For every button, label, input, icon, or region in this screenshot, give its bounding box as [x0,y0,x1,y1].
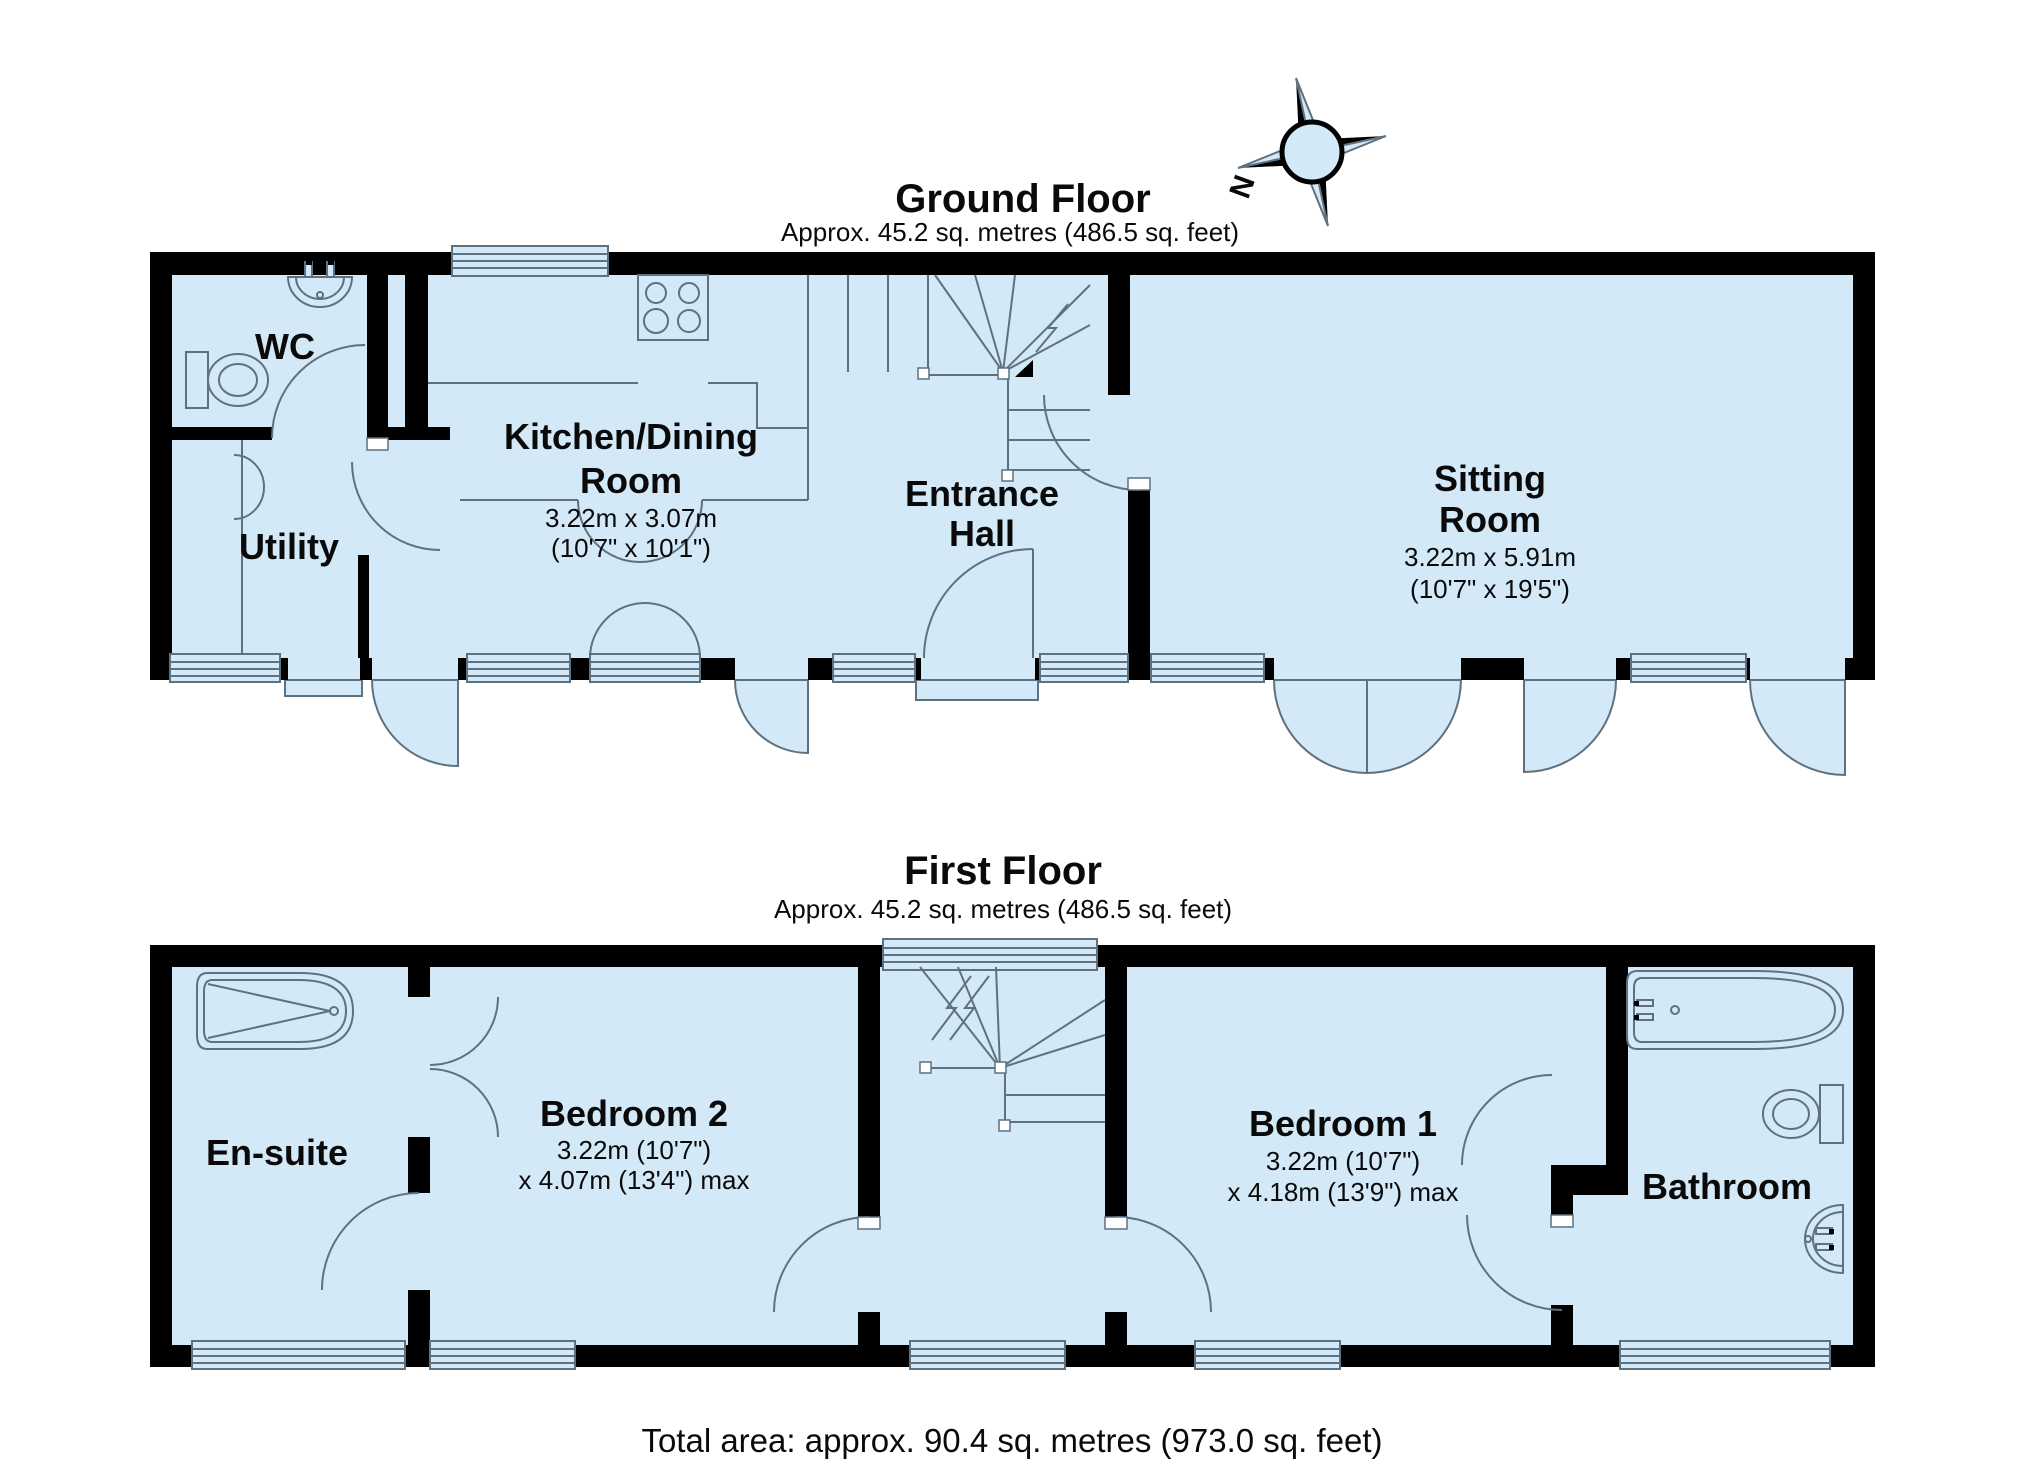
room-label-hall: Entrance [905,473,1059,514]
room-label-wc: WC [255,326,315,367]
ground-floor-title: Ground Floor [895,177,1151,221]
stair-break-line [949,975,990,1041]
room-label-hall-2: Hall [949,513,1015,554]
room-label-bathroom: Bathroom [1642,1166,1812,1207]
room-dim-kitchen-imperial: (10'7" x 10'1") [551,533,711,563]
ground-floor-plan: WC Utility Kitchen/Dining Room 3.22m x 3… [150,245,1875,777]
window [1039,653,1129,683]
room-dim-bedroom1-1: 3.22m (10'7") [1266,1146,1420,1176]
door-arc [1043,394,1140,491]
room-dim-kitchen-metric: 3.22m x 3.07m [545,503,717,533]
door-arc [429,1068,499,1138]
utility-cupboard [233,440,265,655]
window [169,653,281,683]
room-label-sitting: Sitting [1434,458,1546,499]
door-arc [1461,1074,1553,1166]
compass-north-label: N [1224,171,1262,203]
door-arc [1466,1214,1563,1311]
room-label-ensuite: En-suite [206,1132,348,1173]
door-arc [644,602,701,659]
window [1150,653,1265,683]
window [429,1340,576,1370]
toilet-icon [1762,1084,1844,1144]
sink-icon [1804,1203,1844,1275]
door-step [915,679,1039,701]
room-dim-bedroom2-2: x 4.07m (13'4") max [519,1165,750,1195]
sink-icon [286,259,354,308]
first-floor-walls [150,945,1875,1367]
room-label-bedroom1: Bedroom 1 [1249,1103,1437,1144]
door-arc [639,499,703,563]
stair-direction-arrow [1035,303,1069,353]
stair-break-line [931,975,972,1041]
room-label-sitting-2: Room [1439,499,1541,540]
window [1619,1340,1831,1370]
stair-wedge [1015,360,1033,377]
stairs [807,274,1091,500]
room-dim-bedroom2-1: 3.22m (10'7") [557,1135,711,1165]
first-floor-title: First Floor [904,849,1102,893]
room-label-kitchen: Kitchen/Dining [504,416,758,457]
window [1194,1340,1341,1370]
room-dim-bedroom1-2: x 4.18m (13'9") max [1228,1177,1459,1207]
first-floor-doors [321,996,1574,1313]
room-label-kitchen-2: Room [580,460,682,501]
room-dim-sitting-metric: 3.22m x 5.91m [1404,542,1576,572]
ground-floor-subtitle: Approx. 45.2 sq. metres (486.5 sq. feet) [781,217,1239,247]
first-floor-plan: En-suite Bedroom 2 3.22m (10'7") x 4.07m… [150,938,1875,1370]
door-arc [271,344,366,439]
first-floor-windows [191,938,1831,1370]
compass-rose-icon: N [1224,77,1387,227]
door-arc [773,1216,870,1313]
bath-icon [196,972,355,1050]
window [451,245,609,277]
kitchen-counter [428,274,808,429]
wc-fixtures [185,259,354,655]
first-floor-subtitle: Approx. 45.2 sq. metres (486.5 sq. feet) [774,894,1232,924]
exterior-door-swings [284,679,1846,777]
door-arc [923,548,1034,659]
bath-icon [1626,970,1845,1050]
room-label-bedroom2: Bedroom 2 [540,1093,728,1134]
bathroom-fixtures [1626,970,1845,1275]
first-floor-slab [150,945,1875,1367]
window [1630,653,1747,683]
ground-floor-doors [271,344,1846,775]
window [832,653,916,683]
total-area-text: Total area: approx. 90.4 sq. metres (973… [641,1422,1382,1459]
door-arc [351,461,441,551]
stairs [919,966,1106,1132]
toilet-icon [185,351,269,409]
window [882,938,1098,971]
door-arc [1115,1216,1212,1313]
window [466,653,571,683]
room-dim-sitting-imperial: (10'7" x 19'5") [1410,574,1570,604]
ground-floor-windows [169,245,1747,683]
room-label-utility: Utility [239,526,339,567]
window [909,1340,1066,1370]
window [589,653,701,683]
door-arc [321,1192,420,1291]
ground-floor-slab [150,252,1875,680]
door-arc [589,602,646,659]
door-step [284,679,363,697]
ground-floor-walls [150,252,1875,680]
window [191,1340,406,1370]
door-arc [429,996,499,1066]
door-arc [577,499,641,563]
